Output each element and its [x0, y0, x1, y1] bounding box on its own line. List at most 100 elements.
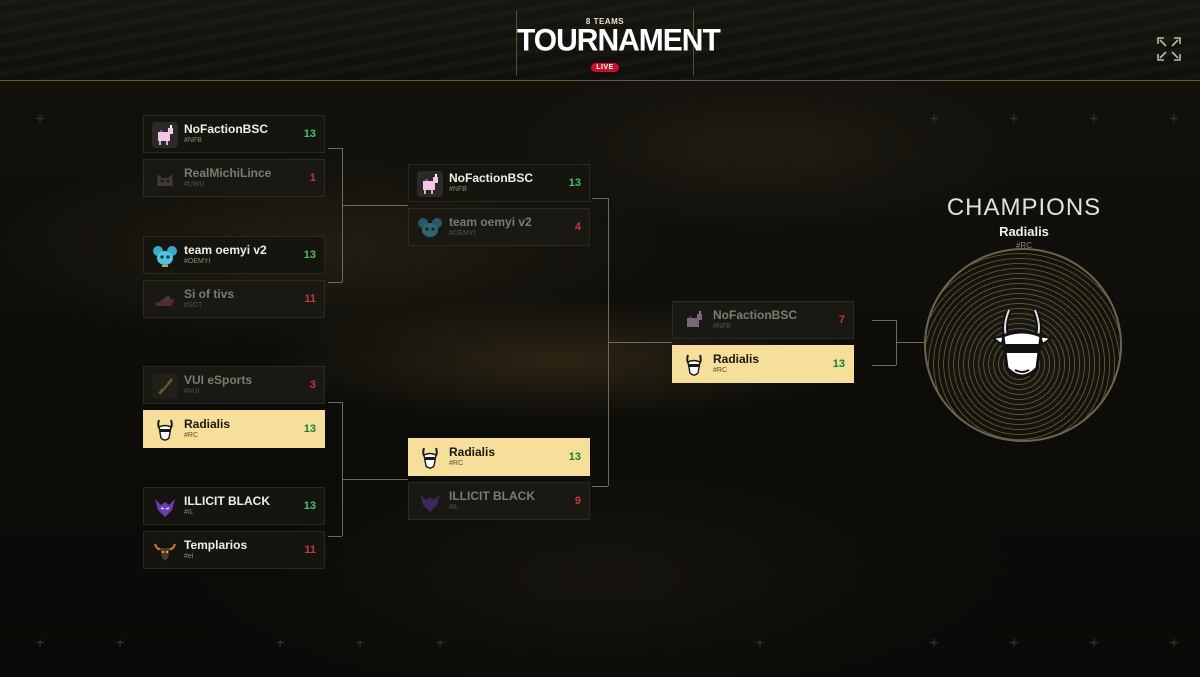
fullscreen-icon[interactable]: [1154, 34, 1184, 64]
team-name: NoFactionBSC: [713, 308, 797, 322]
team-tag: #VUI: [184, 388, 200, 395]
team-score: 11: [304, 544, 316, 556]
team-tag: #RC: [449, 460, 464, 467]
plus-marker: +: [755, 635, 765, 652]
unicorn-icon: [417, 171, 443, 197]
team-slot[interactable]: team oemyi v2 #OEMYI 13: [143, 236, 325, 274]
plus-marker: +: [929, 111, 939, 128]
team-tag: #ei: [184, 553, 194, 560]
wolf-icon: [152, 494, 178, 520]
plus-marker: +: [115, 635, 125, 652]
unicorn-icon: [152, 122, 178, 148]
mouse-icon: [152, 243, 178, 269]
bracket-line: [342, 205, 408, 206]
team-score: 1: [309, 172, 316, 184]
team-slot[interactable]: ILLICIT BLACK #IL 9: [408, 482, 590, 520]
champion-name: Radialis: [999, 224, 1049, 239]
team-score: 13: [303, 423, 316, 435]
bracket-line: [342, 148, 343, 282]
champion-emblem: [924, 248, 1122, 442]
bracket-line: [328, 282, 342, 283]
team-slot[interactable]: Radialis #RC 13: [408, 438, 590, 476]
team-name: Si of tivs: [184, 287, 235, 301]
bracket-line: [592, 486, 608, 487]
team-name: Radialis: [184, 417, 231, 431]
cat-icon: [152, 166, 178, 192]
plus-marker: +: [929, 635, 939, 652]
team-tag: #NFB: [184, 137, 202, 144]
team-score: 9: [574, 495, 581, 507]
team-tag: #OEMYI: [449, 230, 476, 237]
team-name: VUI eSports: [184, 373, 253, 387]
team-slot[interactable]: Radialis #RC 13: [143, 410, 325, 448]
team-score: 7: [838, 314, 845, 326]
plus-marker: +: [1169, 111, 1179, 128]
team-tag: #SOT: [184, 302, 203, 309]
plus-marker: +: [35, 111, 45, 128]
team-tag: #NFB: [449, 186, 467, 193]
plus-marker: +: [35, 635, 45, 652]
team-slot[interactable]: NoFactionBSC #NFB 7: [672, 301, 854, 339]
team-tag: #IL: [184, 509, 194, 516]
team-tag: #OEMYI: [184, 258, 211, 265]
live-badge: LIVE: [591, 63, 619, 72]
team-slot[interactable]: Si of tivs #SOT 11: [143, 280, 325, 318]
bracket-line: [608, 342, 672, 343]
team-name: NoFactionBSC: [184, 122, 268, 136]
team-tag: #RC: [713, 367, 728, 374]
team-slot[interactable]: Templarios #ei 11: [143, 531, 325, 569]
plus-marker: +: [1169, 635, 1179, 652]
plus-marker: +: [435, 635, 445, 652]
plus-marker: +: [355, 635, 365, 652]
team-name: team oemyi v2: [449, 215, 532, 229]
bracket-line: [328, 148, 342, 149]
team-tag: #NFB: [713, 323, 731, 330]
team-slot[interactable]: Radialis #RC 13: [672, 345, 854, 383]
team-name: team oemyi v2: [184, 243, 267, 257]
team-slot[interactable]: RealMichiLince #UWU 1: [143, 159, 325, 197]
plus-marker: +: [1089, 635, 1099, 652]
title-block: 8 TEAMS TOURNAMENT LIVE: [516, 10, 721, 76]
unicorn-icon: [681, 308, 707, 334]
bracket-line: [342, 402, 343, 536]
goat-icon: [152, 417, 178, 443]
team-score: 11: [304, 293, 316, 305]
team-score: 13: [303, 128, 316, 140]
team-score: 13: [568, 177, 581, 189]
bracket-line: [872, 320, 896, 321]
bracket-line: [896, 342, 924, 343]
team-score: 13: [303, 249, 316, 261]
sword-icon: [152, 373, 178, 399]
goat-icon: [417, 445, 443, 471]
bracket-line: [592, 198, 608, 199]
goat-icon: [987, 306, 1057, 384]
plus-marker: +: [1009, 635, 1019, 652]
team-score: 3: [309, 379, 316, 391]
team-slot[interactable]: NoFactionBSC #NFB 13: [143, 115, 325, 153]
team-name: NoFactionBSC: [449, 171, 533, 185]
team-score: 13: [568, 451, 581, 463]
team-slot[interactable]: VUI eSports #VUI 3: [143, 366, 325, 404]
bull-icon: [152, 538, 178, 564]
champion-tag: #RC: [1015, 241, 1032, 250]
team-name: ILLICIT BLACK: [449, 489, 535, 503]
teams-count: 8 TEAMS: [585, 17, 625, 26]
plus-marker: +: [1089, 111, 1099, 128]
team-slot[interactable]: ILLICIT BLACK #IL 13: [143, 487, 325, 525]
team-name: Radialis: [449, 445, 496, 459]
plus-marker: +: [1009, 111, 1019, 128]
bracket-line: [872, 365, 896, 366]
mouse-icon: [417, 215, 443, 241]
team-slot[interactable]: NoFactionBSC #NFB 13: [408, 164, 590, 202]
team-name: Radialis: [713, 352, 760, 366]
ship-icon: [152, 287, 178, 313]
team-tag: #RC: [184, 432, 199, 439]
header-bar: 8 TEAMS TOURNAMENT LIVE: [0, 0, 1200, 81]
team-tag: #UWU: [184, 181, 205, 188]
bracket-line: [328, 536, 342, 537]
team-slot[interactable]: team oemyi v2 #OEMYI 4: [408, 208, 590, 246]
team-name: ILLICIT BLACK: [184, 494, 270, 508]
champions-heading: CHAMPIONS: [946, 194, 1102, 221]
team-score: 4: [574, 221, 581, 233]
team-tag: #IL: [449, 504, 459, 511]
